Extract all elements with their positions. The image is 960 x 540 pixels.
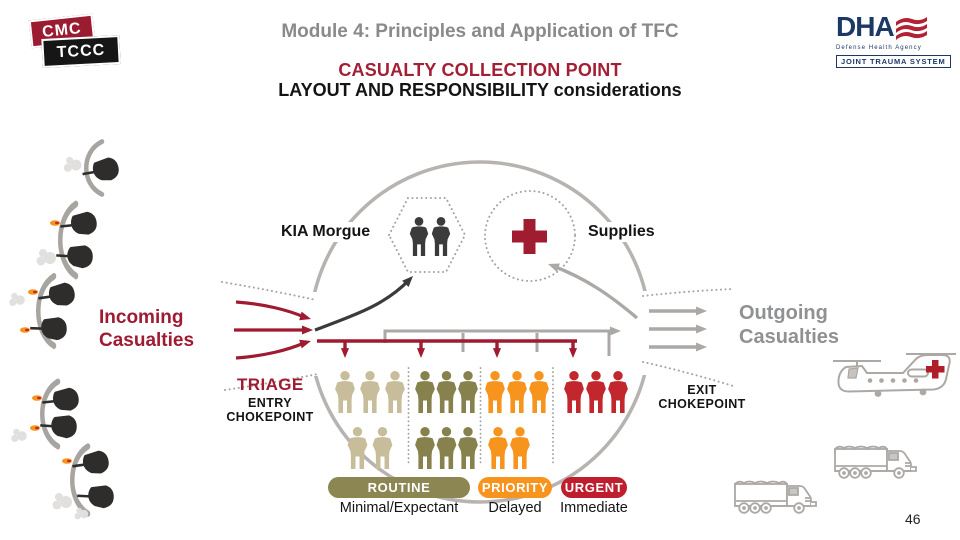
triage-casualty-icon [385, 371, 405, 413]
triage-casualty-icon [510, 427, 530, 469]
supplies-circle [484, 190, 576, 282]
supplies-resupply-arrow [552, 264, 639, 320]
triage-casualty-icon [564, 371, 584, 413]
slide-title-line2: LAYOUT AND RESPONSIBILITY considerations [278, 80, 682, 100]
page-number: 46 [905, 511, 921, 527]
routine-sublabel: Minimal/Expectant [339, 500, 459, 516]
routine-badge: ROUTINE [328, 477, 470, 498]
dha-acronym: DHA ★ [836, 13, 895, 46]
tccc-logo: TCCC [41, 34, 121, 69]
triage-casualty-icon [485, 371, 505, 413]
triage-casualty-icon [415, 427, 435, 469]
triage-casualty-icon [488, 427, 508, 469]
kia-flow-arrow [314, 278, 411, 332]
kia-casualty-icon [431, 217, 451, 257]
cargo-truck-icon [734, 480, 817, 514]
supplies-label: Supplies [584, 222, 659, 242]
triage-casualty-icon [586, 371, 606, 413]
priority-badge: PRIORITY [478, 477, 552, 498]
medical-cross-icon [512, 219, 547, 254]
jts-banner: JOINT TRAUMA SYSTEM [836, 55, 951, 68]
outgoing-arrows [649, 309, 699, 349]
entry-gap [300, 292, 320, 376]
triage-casualty-icon [458, 427, 478, 469]
dha-subtitle: Defense Health Agency [836, 45, 922, 51]
triage-casualty-icon [347, 427, 368, 469]
casualty-figures-icon [409, 217, 451, 257]
triage-casualty-icon [608, 371, 628, 413]
medevac-helicopter-icon [833, 353, 956, 397]
incoming-arrows [234, 300, 305, 360]
star-icon: ★ [882, 35, 890, 45]
kia-morgue-label: KIA Morgue [277, 222, 375, 242]
triage-casualty-icon [507, 371, 527, 413]
triage-separators [407, 367, 554, 464]
triage-casualty-rows [335, 371, 628, 469]
chokepoint-dotted-guides [221, 281, 734, 391]
slide-title-line1: CASUALTY COLLECTION POINT [338, 60, 622, 80]
soldier-firing-icon [28, 315, 69, 342]
dha-logo: DHA ★ Defense Health Agency JOINT TRAUMA… [836, 13, 956, 69]
triage-casualty-icon [335, 371, 355, 413]
triage-label: TRIAGE [237, 375, 304, 394]
kia-morgue-hexagon [387, 197, 467, 273]
triage-casualty-icon [436, 427, 457, 469]
triage-casualty-icon [360, 371, 380, 413]
module-title: Module 4: Principles and Application of … [281, 21, 679, 42]
triage-casualty-icon [415, 371, 435, 413]
cargo-truck-icon [834, 445, 917, 479]
triage-casualty-icon [458, 371, 478, 413]
flag-stripes-icon [895, 17, 927, 40]
triage-casualty-icon [372, 427, 393, 469]
urgent-sublabel: Immediate [560, 500, 628, 516]
urgent-badge: URGENT [561, 477, 627, 498]
triage-casualty-icon [529, 371, 549, 413]
kia-casualty-icon [409, 217, 429, 257]
triage-casualty-icon [436, 371, 457, 413]
priority-sublabel: Delayed [488, 500, 542, 516]
